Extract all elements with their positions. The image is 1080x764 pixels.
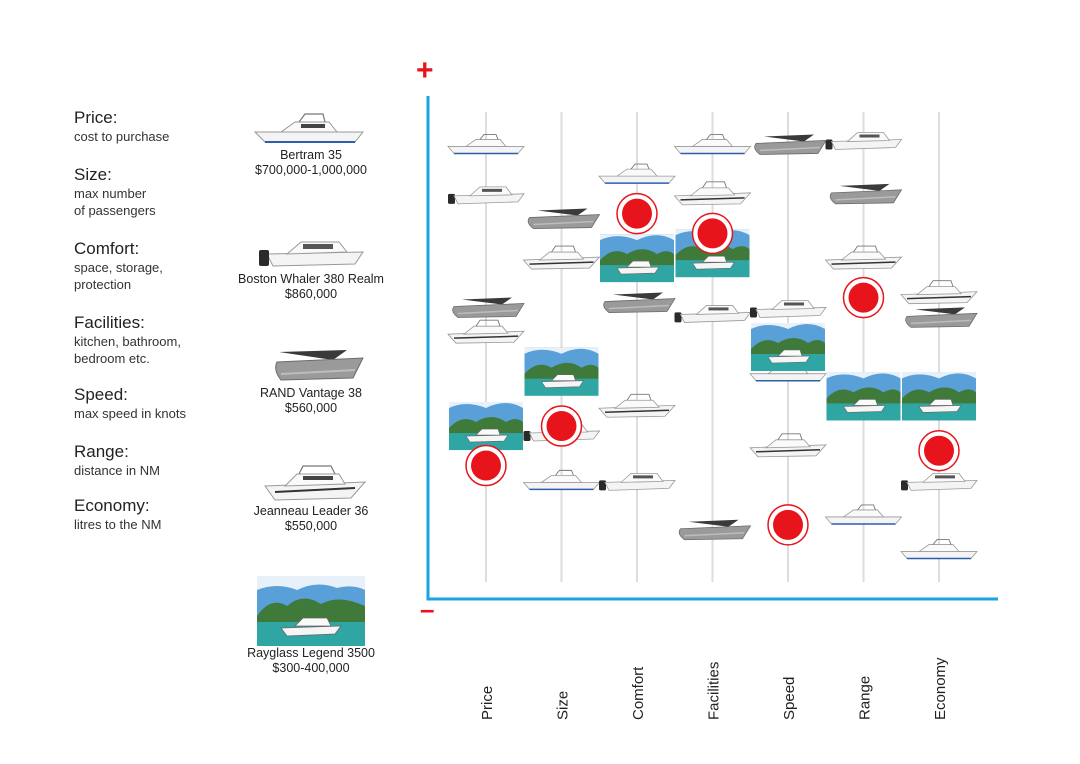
legend-desc: distance in NM: [74, 463, 160, 478]
marker-boston-whaler-price: [448, 186, 525, 205]
category-label-size: Size: [555, 691, 572, 720]
legend-facilities: Facilities: kitchen, bathroom, bedroom e…: [74, 313, 181, 367]
boat-price: $560,000: [284, 401, 338, 415]
marker-jeanneau-speed: [749, 433, 827, 458]
boat-name: Bertram 35: [280, 148, 342, 162]
marker-bertram-economy: [900, 539, 978, 560]
marker-dot-size: [540, 405, 583, 447]
marker-rayglass-size: [524, 347, 599, 396]
boat-name: Boston Whaler 380 Realm: [238, 272, 384, 286]
marker-jeanneau-comfort: [598, 393, 676, 418]
legend-desc: space, storage, protection: [74, 260, 163, 292]
marker-rand-comfort: [603, 292, 676, 313]
boat-price: $550,000: [284, 519, 338, 533]
boat-price: $300-400,000: [272, 661, 350, 675]
legend-title: Size:: [74, 165, 112, 184]
marker-bertram-price: [447, 134, 525, 155]
marker-rayglass-economy: [902, 372, 976, 421]
category-label-economy: Economy: [932, 657, 949, 720]
marker-dot-facilities: [691, 212, 734, 255]
boat-name: RAND Vantage 38: [260, 386, 362, 400]
category-label-price: Price: [479, 686, 496, 720]
marker-bertram-range: [824, 504, 903, 525]
marker-rand-size: [527, 208, 601, 229]
legend-title: Range:: [74, 442, 129, 461]
white-flybridge-boat-icon: [264, 465, 367, 501]
legend-title: Facilities:: [74, 313, 145, 332]
marker-dot-economy: [918, 429, 960, 472]
category-label-comfort: Comfort: [630, 666, 647, 720]
boat-card-rayglass: Rayglass Legend 3500 $300-400,000: [231, 576, 391, 676]
boat-name: Rayglass Legend 3500: [247, 646, 375, 660]
legend-size: Size: max number of passengers: [74, 165, 156, 219]
legend-desc: litres to the NM: [74, 517, 162, 532]
legend-title: Speed:: [74, 385, 128, 404]
white-sportfish-boat-icon: [253, 113, 365, 143]
white-outboard-boat-icon: [259, 241, 364, 267]
marker-rayglass-price: [449, 402, 523, 451]
category-label-facilities: Facilities: [706, 662, 723, 720]
legend-title: Comfort:: [74, 239, 140, 258]
marker-dot-price: [465, 444, 507, 487]
marker-rand-economy: [905, 307, 978, 328]
marker-rand-price: [452, 297, 525, 318]
legend-economy: Economy: litres to the NM: [74, 496, 161, 533]
marker-jeanneau-facilities: [673, 181, 752, 206]
legend-desc: cost to purchase: [74, 129, 170, 144]
boat-card-bertram: Bertram 35 $700,000-1,000,000: [231, 108, 391, 178]
marker-jeanneau-price: [447, 319, 525, 344]
boat-name: Jeanneau Leader 36: [253, 504, 369, 518]
marker-rand-speed: [754, 134, 827, 155]
marker-bertram-size: [522, 469, 601, 491]
legend-desc: max speed in knots: [74, 406, 187, 421]
marker-bertram-facilities: [673, 134, 752, 155]
legend-price: Price: cost to purchase: [74, 108, 169, 145]
boat-card-jeanneau: Jeanneau Leader 36 $550,000: [231, 460, 391, 534]
marker-dot-range: [842, 276, 885, 319]
marker-jeanneau-range: [824, 245, 903, 270]
boat-card-rand: RAND Vantage 38 $560,000: [231, 346, 391, 416]
category-label-speed: Speed: [781, 677, 798, 720]
marker-rand-range: [829, 183, 903, 205]
boat-price: $860,000: [284, 287, 338, 301]
legend-title: Economy:: [74, 496, 150, 515]
legend-comfort: Comfort: space, storage, protection: [74, 239, 163, 293]
marker-bertram-comfort: [598, 163, 676, 184]
marker-boston-whaler-facilities: [674, 305, 752, 323]
category-label-range: Range: [857, 676, 874, 720]
marker-rayglass-range: [826, 372, 901, 421]
marker-boston-whaler-range: [825, 132, 903, 150]
legend-desc: max number of passengers: [74, 186, 156, 218]
legend-speed: Speed: max speed in knots: [74, 385, 186, 422]
boat-card-boston-whaler: Boston Whaler 380 Realm $860,000: [231, 232, 391, 302]
grey-dayboat-icon: [275, 350, 364, 381]
axis-minus-label: –: [420, 594, 435, 624]
marker-rand-facilities: [678, 519, 752, 541]
legend-range: Range: distance in NM: [74, 442, 160, 479]
marker-rayglass-speed: [751, 323, 825, 371]
legend-desc: kitchen, bathroom, bedroom etc.: [74, 334, 181, 366]
marker-dot-speed: [767, 504, 809, 546]
boat-photo-icon: [257, 576, 365, 646]
marker-boston-whaler-economy: [901, 472, 978, 491]
marker-dot-comfort: [616, 192, 658, 235]
marker-jeanneau-size: [522, 245, 601, 270]
marker-boston-whaler-speed: [750, 300, 827, 318]
marker-jeanneau-economy: [900, 280, 978, 305]
marker-rayglass-comfort: [600, 234, 674, 283]
axis-plus-label: +: [416, 54, 434, 87]
legend-title: Price:: [74, 108, 118, 127]
marker-boston-whaler-comfort: [599, 472, 676, 491]
boat-price: $700,000-1,000,000: [255, 163, 367, 177]
